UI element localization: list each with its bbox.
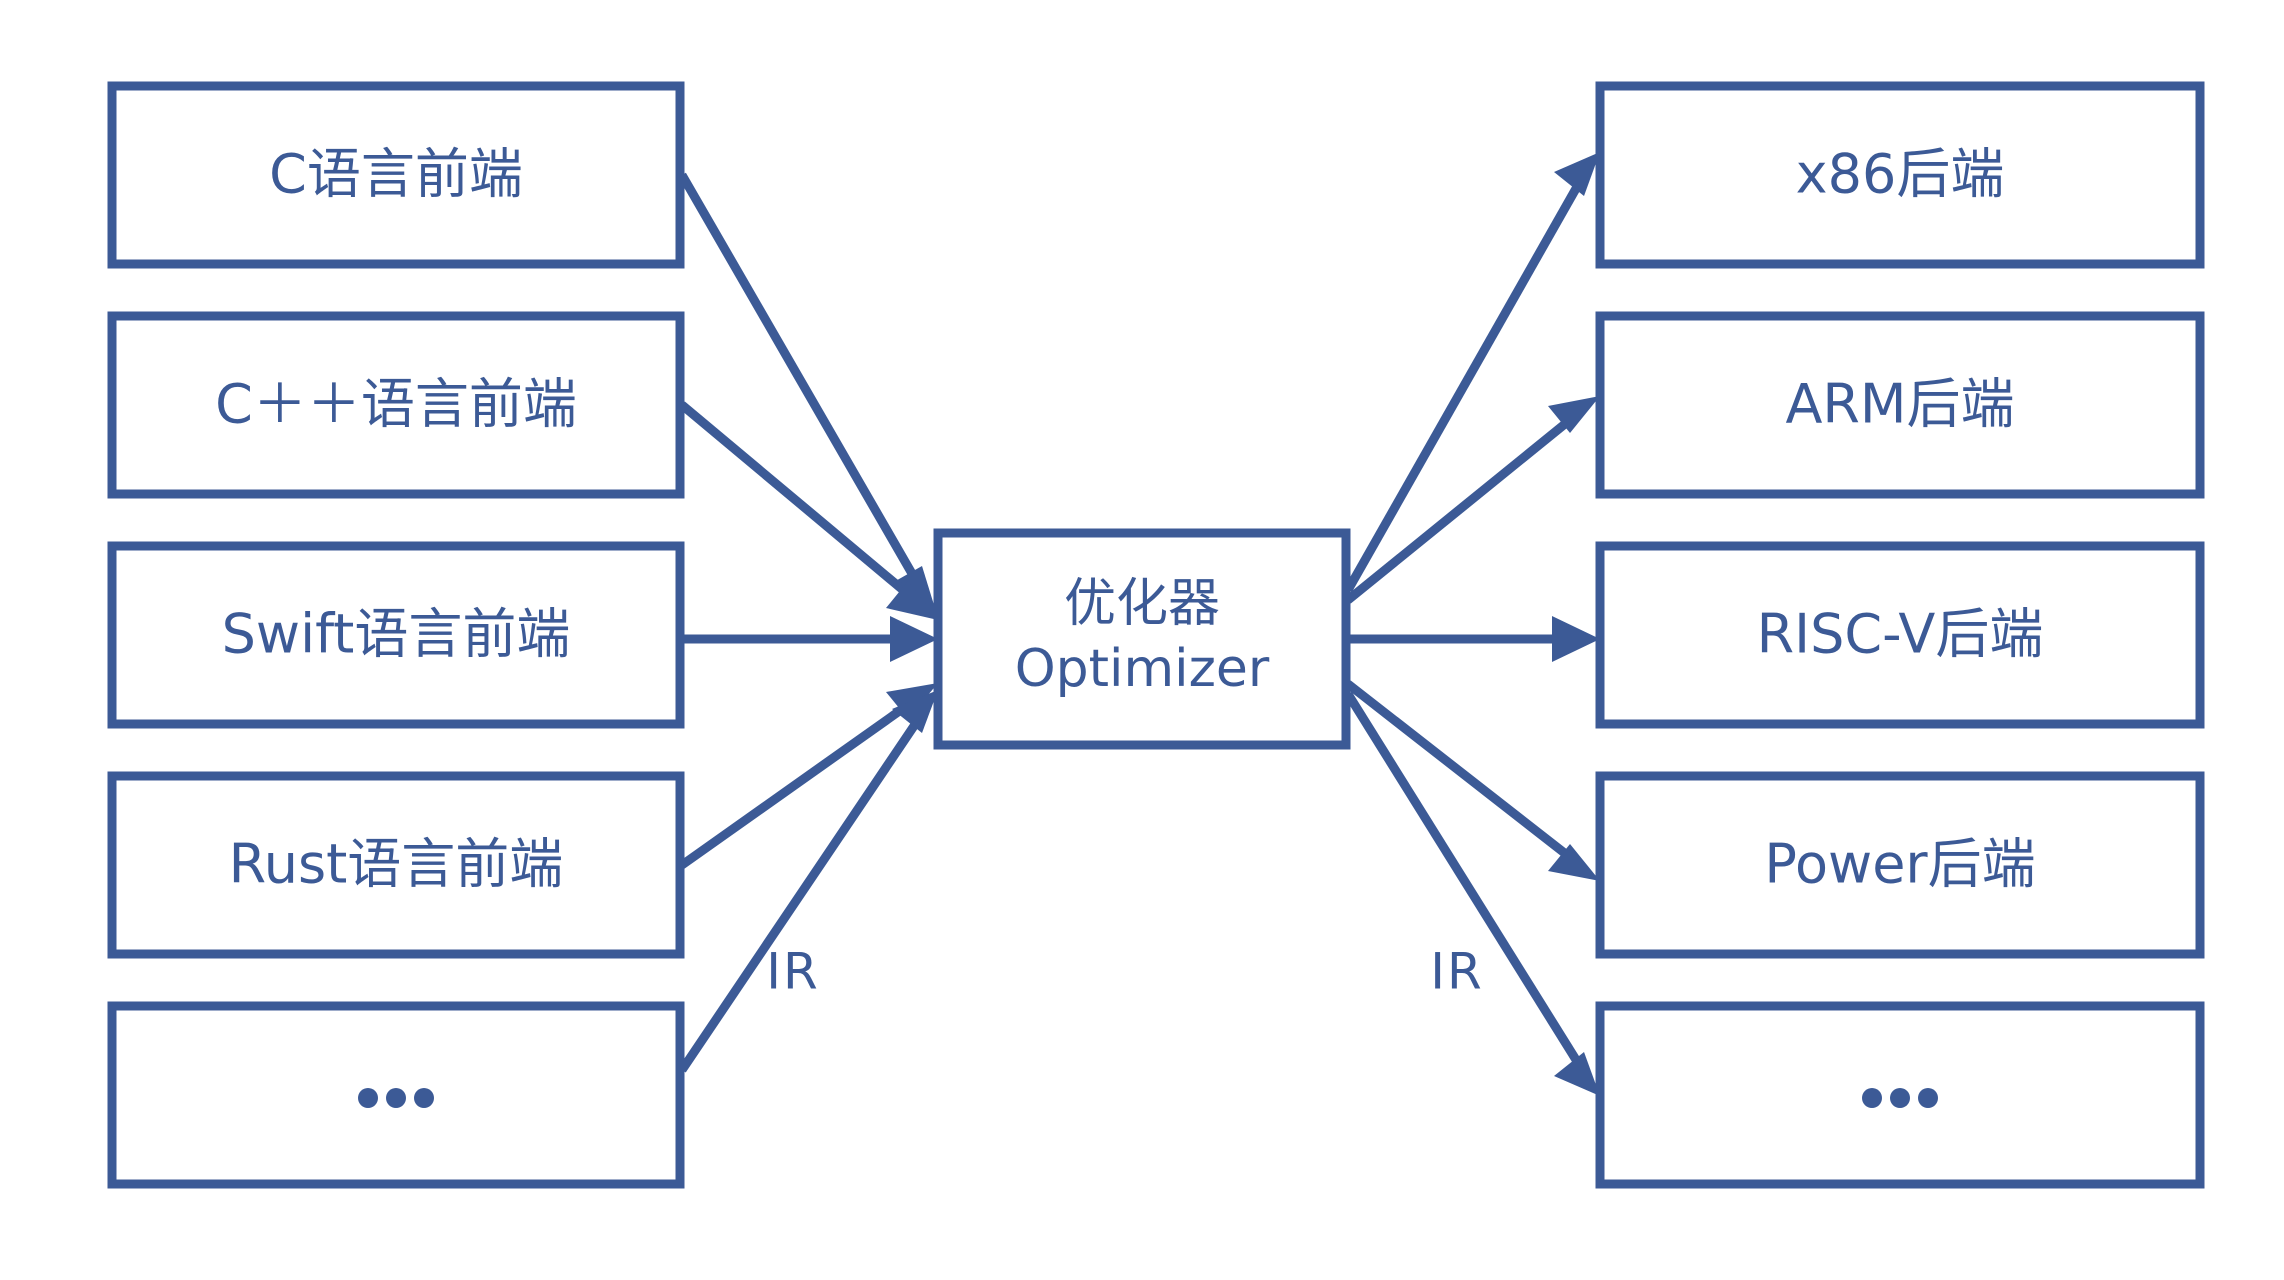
node-label: ARM后端 <box>1785 373 2014 436</box>
ellipsis-icon <box>358 1088 434 1108</box>
frontend-node-more[interactable] <box>107 1001 685 1189</box>
arrow-head-icon <box>886 581 938 620</box>
edge-label-ir-left: IR <box>766 943 820 1001</box>
node-label: Power后端 <box>1764 833 2035 896</box>
frontend-node-cpp[interactable]: C＋＋语言前端 <box>107 311 685 499</box>
edge-label-group: IR IR <box>766 943 1484 1001</box>
node-rect[interactable] <box>107 541 685 729</box>
edge-line <box>678 172 922 587</box>
edge-line <box>1345 411 1579 604</box>
backend-node-more[interactable] <box>1595 1001 2205 1189</box>
backend-node-riscv[interactable]: RISC-V后端 <box>1595 541 2205 729</box>
backend-node-arm[interactable]: ARM后端 <box>1595 311 2205 499</box>
node-rect[interactable] <box>933 528 1351 750</box>
node-rect[interactable] <box>107 81 685 269</box>
edge-more-to-optimizer <box>678 690 938 1073</box>
frontend-node-c[interactable]: C语言前端 <box>107 81 685 269</box>
optimizer-label-en: Optimizer <box>1015 639 1270 699</box>
edge-line <box>1344 691 1582 1066</box>
node-label: RISC-V后端 <box>1757 603 2044 666</box>
node-rect[interactable] <box>107 771 685 959</box>
edge-group-optimizer-to-backend <box>1344 152 1600 1096</box>
arrow-head-icon <box>1548 844 1600 881</box>
edge-swift-to-optimizer <box>682 616 938 662</box>
node-label: x86后端 <box>1796 143 2005 206</box>
frontend-node-group: C语言前端 C＋＋语言前端 Swift语言前端 Rust语言前端 <box>107 81 685 1189</box>
arrow-head-icon <box>1554 152 1600 196</box>
backend-node-x86[interactable]: x86后端 <box>1595 81 2205 269</box>
node-label: C＋＋语言前端 <box>215 373 577 436</box>
node-rect[interactable] <box>1595 541 2205 729</box>
edge-line <box>1345 680 1579 866</box>
edge-line <box>1344 182 1582 593</box>
edge-label-ir-right: IR <box>1430 943 1484 1001</box>
arrow-head-icon <box>1548 396 1600 433</box>
node-label: Rust语言前端 <box>229 833 564 896</box>
edge-optimizer-to-arm <box>1345 396 1600 604</box>
node-rect[interactable] <box>1595 311 2205 499</box>
arrow-head-icon <box>1554 1052 1600 1096</box>
arrow-head-icon <box>1552 616 1600 662</box>
arrow-head-icon <box>892 690 938 733</box>
node-rect[interactable] <box>1595 81 2205 269</box>
edge-optimizer-to-riscv <box>1348 616 1600 662</box>
edge-optimizer-to-power <box>1345 680 1600 881</box>
frontend-node-swift[interactable]: Swift语言前端 <box>107 541 685 729</box>
arrow-head-icon <box>890 616 938 662</box>
edge-line <box>679 696 918 869</box>
edge-group-frontend-to-optimizer <box>678 172 938 1073</box>
node-label: C语言前端 <box>269 143 523 206</box>
frontend-node-rust[interactable]: Rust语言前端 <box>107 771 685 959</box>
edge-cpp-to-optimizer <box>679 401 938 620</box>
node-label: Swift语言前端 <box>222 603 571 666</box>
optimizer-node[interactable]: 优化器 Optimizer <box>933 528 1351 750</box>
edge-line <box>678 717 922 1073</box>
edge-line <box>679 401 918 604</box>
backend-node-group: x86后端 ARM后端 RISC-V后端 Power后端 <box>1595 81 2205 1189</box>
node-rect[interactable] <box>107 311 685 499</box>
backend-node-power[interactable]: Power后端 <box>1595 771 2205 959</box>
edge-optimizer-to-x86 <box>1344 152 1600 593</box>
node-rect[interactable] <box>1595 771 2205 959</box>
edge-c-to-optimizer <box>678 172 938 618</box>
edge-optimizer-to-more <box>1344 691 1600 1096</box>
optimizer-label-cjk: 优化器 <box>1064 574 1220 634</box>
ellipsis-icon <box>1862 1088 1938 1108</box>
